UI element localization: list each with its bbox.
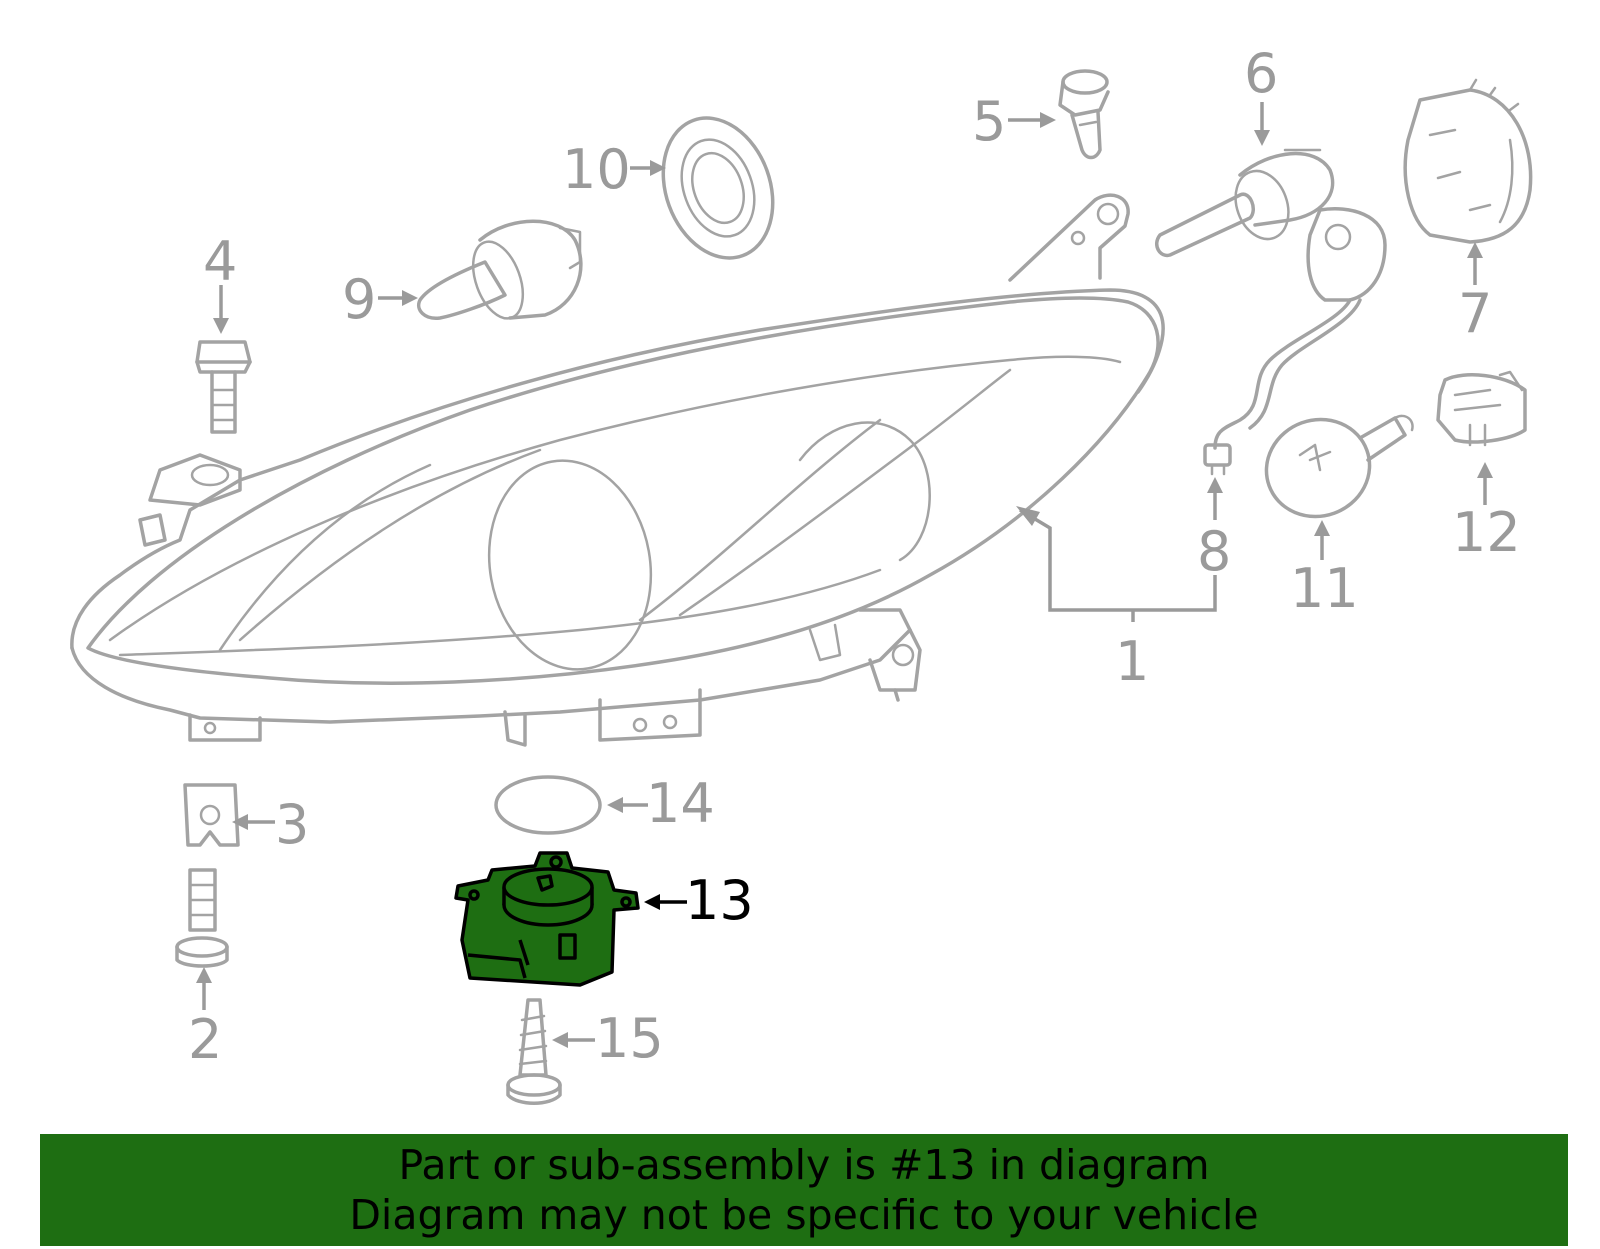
callout-label-12: 12	[1452, 501, 1521, 564]
push-clip-part-5[interactable]	[1058, 69, 1110, 160]
callout-label-7: 7	[1458, 282, 1492, 345]
socket-part-12[interactable]	[1436, 370, 1527, 447]
callout-label-4: 4	[203, 230, 237, 293]
callout-label-9: 9	[342, 268, 376, 331]
socket-wire-part-8[interactable]	[1203, 207, 1387, 476]
callout-label-15: 15	[595, 1007, 664, 1070]
callout-label-11: 11	[1290, 557, 1359, 620]
callout-label-2: 2	[188, 1008, 222, 1071]
headlamp-assembly[interactable]	[70, 193, 1165, 747]
seal-part-10[interactable]	[645, 103, 792, 274]
callout-leaders	[196, 102, 1493, 1048]
callout-label-14: 14	[646, 772, 715, 835]
ballast-module-part-13-highlighted[interactable]	[454, 851, 640, 987]
callout-label-3: 3	[275, 793, 309, 856]
dust-cap-part-7[interactable]	[1403, 78, 1533, 244]
bulb-part-11[interactable]	[1253, 405, 1414, 531]
bolt-part-2[interactable]	[175, 868, 229, 968]
o-ring-part-14[interactable]	[494, 775, 602, 835]
callout-label-8: 8	[1197, 520, 1231, 583]
clip-nut-part-3[interactable]	[183, 783, 240, 847]
callout-label-10: 10	[562, 138, 631, 201]
banner-line-disclaimer: Diagram may not be specific to your vehi…	[349, 1191, 1259, 1239]
callout-label-13: 13	[685, 869, 754, 932]
info-banner: Part or sub-assembly is #13 in diagram D…	[40, 1134, 1568, 1246]
callout-label-1: 1	[1115, 630, 1149, 693]
callout-label-6: 6	[1244, 42, 1278, 105]
bolt-part-4[interactable]	[195, 340, 252, 434]
banner-line-part-number: Part or sub-assembly is #13 in diagram	[398, 1141, 1210, 1189]
callout-label-5: 5	[972, 90, 1006, 153]
callout-labels: 1 2 3 4 5 6 7 8 9 10 11 12 13 14 15	[188, 42, 1521, 1071]
bulb-part-6[interactable]	[1155, 148, 1335, 258]
screw-part-15[interactable]	[506, 998, 562, 1105]
bulb-part-9[interactable]	[417, 219, 583, 325]
